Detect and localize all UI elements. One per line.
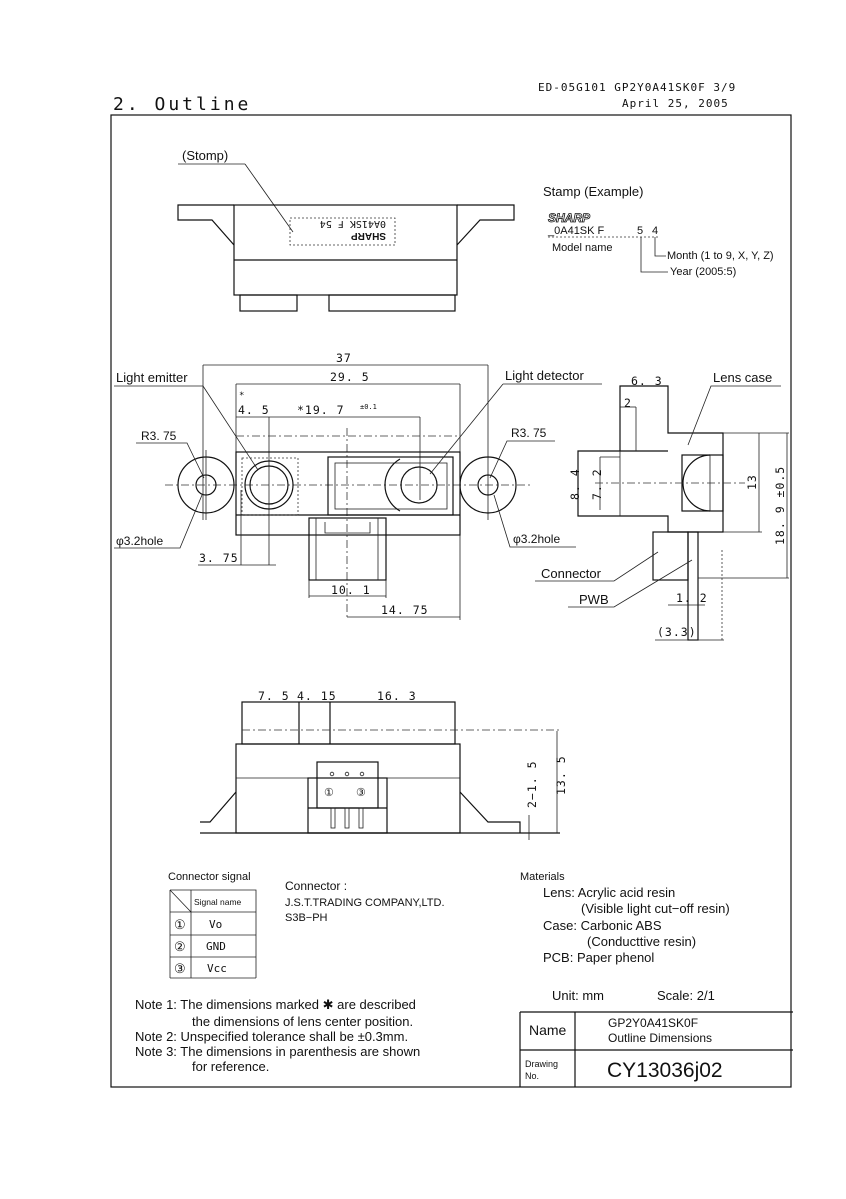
drawing-no-label: No.	[525, 1071, 539, 1081]
pin-3-mark: ③	[356, 786, 366, 799]
hole-left-label: φ3.2hole	[116, 534, 163, 548]
note-3-cont: for reference.	[192, 1059, 269, 1074]
dim-4-15: 4. 15	[297, 689, 337, 703]
materials: Materials Lens: Acrylic acid resin (Visi…	[520, 871, 730, 1003]
dim-13-5: 13. 5	[554, 755, 568, 795]
unit-label: Unit: mm	[552, 988, 604, 1003]
month-digit: 4	[652, 225, 658, 237]
radius-left-label: R3. 75	[141, 429, 177, 443]
dim-14-75: 14. 75	[381, 603, 429, 617]
note-1: Note 1: The dimensions marked ✱ are desc…	[135, 997, 416, 1012]
dim-2-1-5: 2−1. 5	[525, 760, 539, 808]
materials-case-note: (Conducttive resin)	[587, 934, 696, 949]
light-detector-label: Light detector	[505, 368, 584, 383]
pin-signal-3: Vcc	[207, 962, 227, 975]
dim-19-7-tol: ±0.1	[360, 403, 377, 411]
radius-right-label: R3. 75	[511, 426, 547, 440]
front-view: 37 29. 5 * 4. 5 *19. 7 ±0.1 10.	[114, 351, 602, 620]
dim-13: 13	[745, 474, 759, 490]
signal-name-header: Signal name	[194, 897, 242, 907]
connector-info-label: Connector :	[285, 879, 347, 893]
note-1-cont: the dimensions of lens center position.	[192, 1014, 413, 1029]
materials-case: Case: Carbonic ABS	[543, 918, 662, 933]
doc-date: April 25, 2005	[622, 97, 729, 110]
hole-right-label: φ3.2hole	[513, 532, 560, 546]
dim-19-7: *19. 7	[297, 403, 345, 417]
dim-3-75: 3. 75	[199, 551, 239, 565]
dim-4-5: 4. 5	[238, 403, 270, 417]
dim-2: 2	[624, 396, 632, 410]
dim-7-2: 7. 2	[590, 468, 604, 500]
drawing-number: CY13036j02	[607, 1059, 723, 1082]
lens-case-label: Lens case	[713, 370, 772, 385]
note-3: Note 3: The dimensions in parenthesis ar…	[135, 1044, 420, 1059]
connector-signal-title: Connector signal	[168, 871, 251, 883]
name-line-2: Outline Dimensions	[608, 1031, 712, 1045]
pin-num-1: ①	[174, 917, 186, 932]
stamp-example-title: Stamp (Example)	[543, 184, 643, 199]
stamp-example: Stamp (Example) SHARP _0A41SK F 5 4 Mode…	[543, 184, 774, 278]
stamp-text: 0A41SK F 54	[320, 218, 386, 229]
materials-title: Materials	[520, 871, 565, 883]
name-line-1: GP2Y0A41SK0F	[608, 1016, 698, 1030]
year-label: Year (2005:5)	[670, 266, 736, 278]
connector-maker: J.S.T.TRADING COMPANY,LTD.	[285, 897, 445, 909]
name-label: Name	[529, 1022, 567, 1038]
dim-37: 37	[336, 351, 352, 365]
light-emitter-label: Light emitter	[116, 370, 188, 385]
pin-signal-2: GND	[206, 940, 226, 953]
scale-label: Scale: 2/1	[657, 988, 715, 1003]
notes: Note 1: The dimensions marked ✱ are desc…	[135, 997, 420, 1074]
pin-num-2: ②	[174, 939, 186, 954]
dim-3-3: (3.3)	[657, 625, 697, 639]
drawing-label: Drawing	[525, 1059, 558, 1069]
month-label: Month (1 to 9, X, Y, Z)	[667, 250, 774, 262]
stamp-label: (Stomp)	[182, 148, 228, 163]
stamp-brand: SHARP	[351, 230, 386, 241]
drawing-frame	[110, 114, 792, 1088]
materials-pcb: PCB: Paper phenol	[543, 950, 654, 965]
dim-16-3: 16. 3	[377, 689, 417, 703]
section-title: 2. Outline	[113, 94, 251, 115]
pin-num-3: ③	[174, 961, 186, 976]
dim-10-1: 10. 1	[331, 583, 371, 597]
stamp-view: (Stomp) SHARP 0A41SK F 54	[177, 148, 515, 312]
year-digit: 5	[637, 225, 643, 237]
model-name-label: Model name	[552, 242, 613, 254]
note-2: Note 2: Unspecified tolerance shall be ±…	[135, 1029, 408, 1044]
title-block: Name GP2Y0A41SK0F Outline Dimensions Dra…	[519, 1011, 793, 1087]
side-view: 6. 3 2 8. 4 7. 2 13 18. 9 ±0.5 Lens case…	[535, 370, 789, 642]
bottom-view: 7. 5 4. 15 16. 3 ① ③ 2−1. 5 13. 5	[200, 689, 568, 840]
dim-1-2: 1. 2	[676, 591, 708, 605]
dim-4-5-mark: *	[239, 391, 244, 401]
dim-29-5: 29. 5	[330, 370, 370, 384]
connector-label: Connector	[541, 566, 602, 581]
pin-1-mark: ①	[324, 786, 334, 799]
dim-7-5: 7. 5	[258, 689, 290, 703]
materials-lens-note: (Visible light cut−off resin)	[581, 901, 730, 916]
connector-part: S3B−PH	[285, 912, 328, 924]
materials-lens: Lens: Acrylic acid resin	[543, 885, 675, 900]
dim-8-4: 8. 4	[568, 468, 582, 500]
pwb-label: PWB	[579, 592, 609, 607]
doc-ref: ED-05G101 GP2Y0A41SK0F 3/9	[538, 81, 736, 94]
pin-signal-1: Vo	[209, 918, 222, 931]
connector-signal-table: Connector signal Signal name ① Vo ② GND …	[168, 871, 257, 979]
dim-6-3: 6. 3	[631, 374, 663, 388]
model-code: _0A41SK F	[547, 225, 605, 237]
connector-info: Connector : J.S.T.TRADING COMPANY,LTD. S…	[285, 879, 445, 924]
dim-18-9: 18. 9 ±0.5	[773, 466, 787, 545]
sharp-logo: SHARP	[548, 211, 591, 225]
